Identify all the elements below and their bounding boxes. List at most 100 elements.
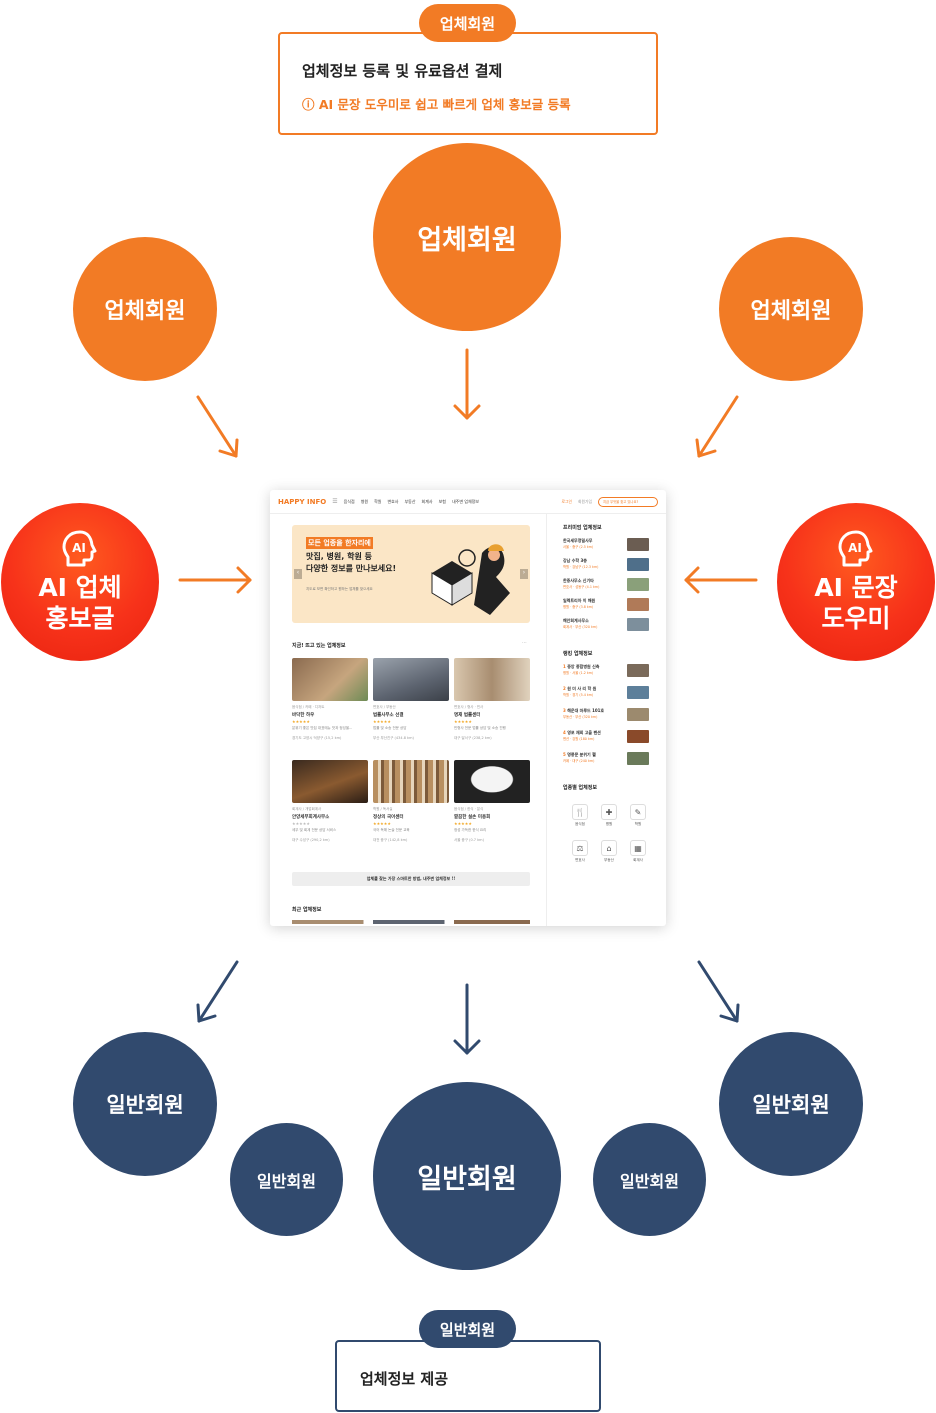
business-member-circle-left: 업체회원 (73, 237, 217, 381)
nav-item[interactable]: 병원 (360, 498, 369, 504)
banner-prev-button[interactable]: ‹ (294, 569, 302, 579)
registration-text: 업체정보 등록 및 유료옵션 결제 (302, 62, 503, 80)
card-category: 학원 / 독서실 (373, 807, 393, 811)
signup-link[interactable]: 회원가입 (578, 498, 592, 504)
card-location: 서울 중구 (0.7 km) (454, 838, 484, 842)
card-location: 대전 중구 (142,8 km) (373, 838, 408, 842)
website-mockup: HAPPY INFO ☰ 음식점 병원 학원 변호사 부동산 회계사 보험 내주… (270, 490, 666, 926)
banner-desc: 지도로 보면 확인하고 원하는 업체를 찾으세요 (306, 587, 373, 591)
card-category: 음식점 / 한식 · 분식 (454, 807, 484, 811)
gavel-icon: ⚖ (572, 840, 588, 856)
category-academy[interactable]: ✎학원 (627, 804, 649, 828)
card-image (454, 760, 530, 803)
card-rating: ★★★★★ (292, 719, 310, 724)
mockup-logo[interactable]: HAPPY INFO (278, 497, 327, 506)
banner-illustration (431, 544, 510, 615)
card-rating: ★★★★★ (373, 719, 391, 724)
nav-item[interactable]: 변호사 (387, 498, 399, 504)
arrow-left-from-ai (684, 566, 758, 594)
general-member-box: 업체정보 제공 (335, 1340, 601, 1412)
business-card[interactable]: 음식점 / 카페 · 디저트 바닥한 하우 ★★★★★ 분위기 좋은 맛집 대표… (292, 658, 368, 741)
general-member-circle-mid-left: 일반회원 (230, 1123, 343, 1236)
login-link[interactable]: 로그인 (561, 498, 573, 504)
banner-next-button[interactable]: › (520, 569, 528, 579)
ranking-title: 랭킹 업체정보 (563, 651, 593, 657)
mockup-banner: 모든 업종을 한자리에 맛집, 병원, 학원 등 다양한 정보를 만나보세요! … (292, 525, 530, 623)
arrow-down-lower-right (697, 960, 740, 1023)
nav-item[interactable]: 부동산 (404, 498, 416, 504)
card-desc: 국어 독해 논술 전문 교육 (373, 828, 410, 832)
premium-title: 프리미엄 업체정보 (563, 525, 602, 531)
card-category: 변호사 / 형사 · 민사 (454, 705, 484, 709)
nav-item[interactable]: 보험 (438, 498, 446, 504)
ai-writing-circle: AI AI 문장 도우미 (777, 503, 935, 661)
ai-hint-text: ⓘ AI 문장 도우미로 쉽고 빠르게 업체 홍보글 등록 (302, 97, 571, 112)
card-name: 법률사무소 선결 (373, 713, 404, 718)
card-category: 회계사 / 개업회계사 (292, 807, 322, 811)
card-name: 정상의 국어센터 (373, 815, 404, 820)
school-icon: ✎ (630, 804, 646, 820)
search-input[interactable]: 지금 무엇을 찾고 있나요? (598, 496, 658, 507)
business-card[interactable]: 학원 / 독서실 정상의 국어센터 ★★★★★ 국어 독해 논술 전문 교육 대… (373, 760, 449, 843)
card-name: 안양세무회계사무소 (292, 815, 330, 820)
business-card[interactable]: 변호사 / 형사 · 민사 명재 법률센터 ★★★★★ 민형사 전문 법률 상담… (454, 658, 530, 741)
arrow-down-lower-center (453, 983, 481, 1055)
nav-item[interactable]: 회계사 (421, 498, 433, 504)
business-member-circle-center: 업체회원 (373, 143, 561, 331)
arrow-down-left (196, 395, 239, 458)
business-card[interactable]: 변호사 / 부동산 법률사무소 선결 ★★★★★ 법률 및 소송 전문 상담 부… (373, 658, 449, 741)
ai-promo-circle: AI AI 업체 홍보글 (1, 503, 159, 661)
ai-head-icon: AI (62, 530, 97, 567)
more-icon[interactable]: ··· (522, 640, 527, 646)
category-lawyer[interactable]: ⚖변호사 (569, 840, 591, 864)
recent-title: 최근 업체정보 (292, 907, 322, 913)
category-accountant[interactable]: ▦회계사 (627, 840, 649, 864)
arrow-down-center (453, 348, 481, 420)
business-member-pill: 업체회원 (419, 4, 516, 42)
nav-item[interactable]: 학원 (374, 498, 382, 504)
card-name: 명재 법률센터 (454, 713, 481, 718)
fork-knife-icon: 🍴 (572, 804, 588, 820)
ai-promo-line2: 홍보글 (45, 604, 115, 633)
svg-text:AI: AI (72, 541, 86, 555)
card-desc: 세무 및 회계 전문 상담 서비스 (292, 828, 337, 832)
general-member-pill: 일반회원 (419, 1310, 516, 1348)
general-member-circle-mid-right: 일반회원 (593, 1123, 706, 1236)
business-member-box: 업체정보 등록 및 유료옵션 결제 ⓘ AI 문장 도우미로 쉽고 빠르게 업체… (278, 32, 658, 135)
card-desc: 정성 가득한 한식 요리 (454, 828, 487, 832)
card-desc: 분위기 좋은 맛집 대표메뉴 맛과 정성을... (292, 726, 353, 730)
banner-line2: 다양한 정보를 만나보세요! (306, 564, 397, 573)
category-restaurant[interactable]: 🍴음식점 (569, 804, 591, 828)
business-card[interactable]: 음식점 / 한식 · 분식 깔끔한 설손 미용회 ★★★★★ 정성 가득한 한식… (454, 760, 530, 843)
category-realestate[interactable]: ⌂부동산 (598, 840, 620, 864)
business-card[interactable]: 회계사 / 개업회계사 안양세무회계사무소 ★★★★★ 세무 및 회계 전문 상… (292, 760, 368, 843)
arrow-right-from-ai (178, 566, 252, 594)
category-hospital[interactable]: ✚병원 (598, 804, 620, 828)
card-rating: ★★★★★ (292, 821, 310, 826)
arrow-down-lower-left (196, 960, 239, 1023)
notice-bar[interactable]: 업체를 찾는 가장 스마트한 방법, 내주변 업체정보 !! (292, 872, 530, 886)
card-location: 대구 수성구 (290,2 km) (292, 838, 330, 842)
house-icon: ⌂ (601, 840, 617, 856)
card-image (454, 658, 530, 701)
card-location: 대구 달서구 (238,2 km) (454, 736, 492, 740)
trending-title: 지금! 뜨고 있는 업체정보 (292, 643, 346, 649)
nav-item[interactable]: 음식점 (343, 498, 355, 504)
ai-head-icon: AI (838, 530, 873, 567)
card-rating: ★★★★★ (373, 821, 391, 826)
card-category: 음식점 / 카페 · 디저트 (292, 705, 325, 709)
card-location: 경기도 고양시 덕양구 (15,2 km) (292, 736, 342, 740)
nav-item[interactable]: 내주변 업체정보 (451, 498, 479, 504)
menu-icon[interactable]: ☰ (332, 498, 338, 505)
